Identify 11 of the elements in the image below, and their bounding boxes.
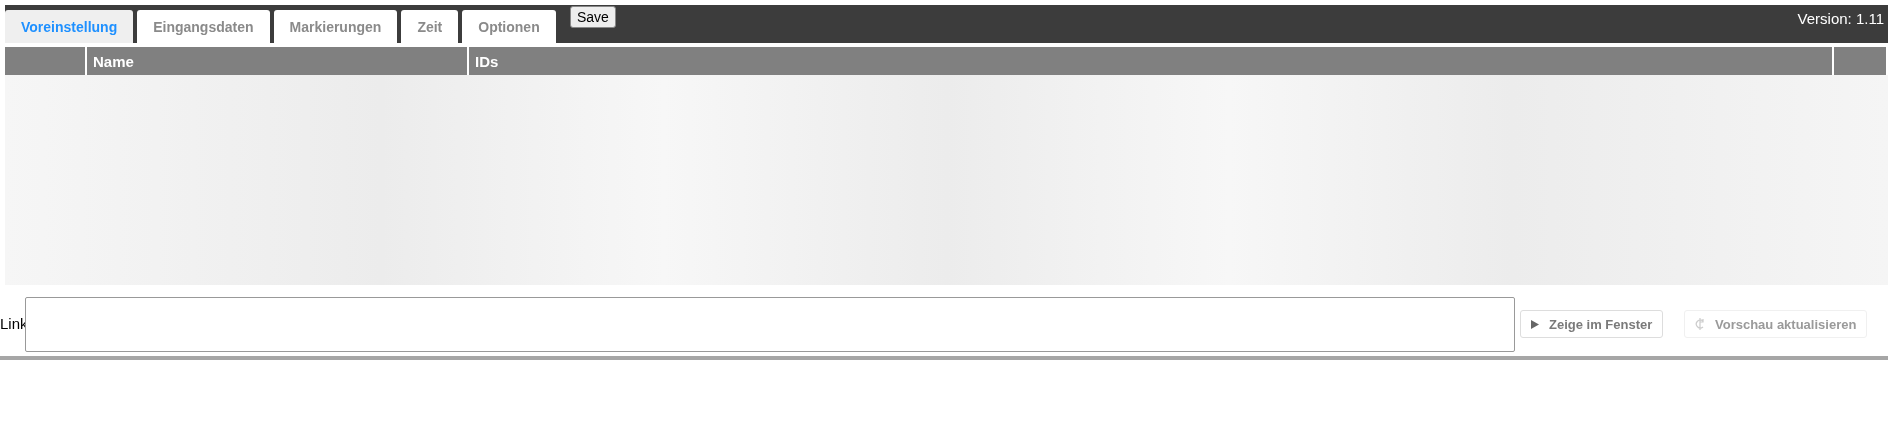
tab: Optionen [462,10,556,43]
tab: Eingangsdaten [137,10,270,43]
save-button: Save [570,6,616,28]
show-window-button: Zeige im Fenster [1520,310,1664,338]
column-header: Name [87,47,467,75]
tab: Zeit [401,10,459,43]
tab: Voreinstellung [5,10,134,43]
refresh-preview-button: Vorschau aktualisieren [1684,310,1868,338]
tab: Markierungen [273,10,398,43]
version-text: Version: 1.11 [1797,10,1884,27]
column-header: IDs [469,47,1832,75]
